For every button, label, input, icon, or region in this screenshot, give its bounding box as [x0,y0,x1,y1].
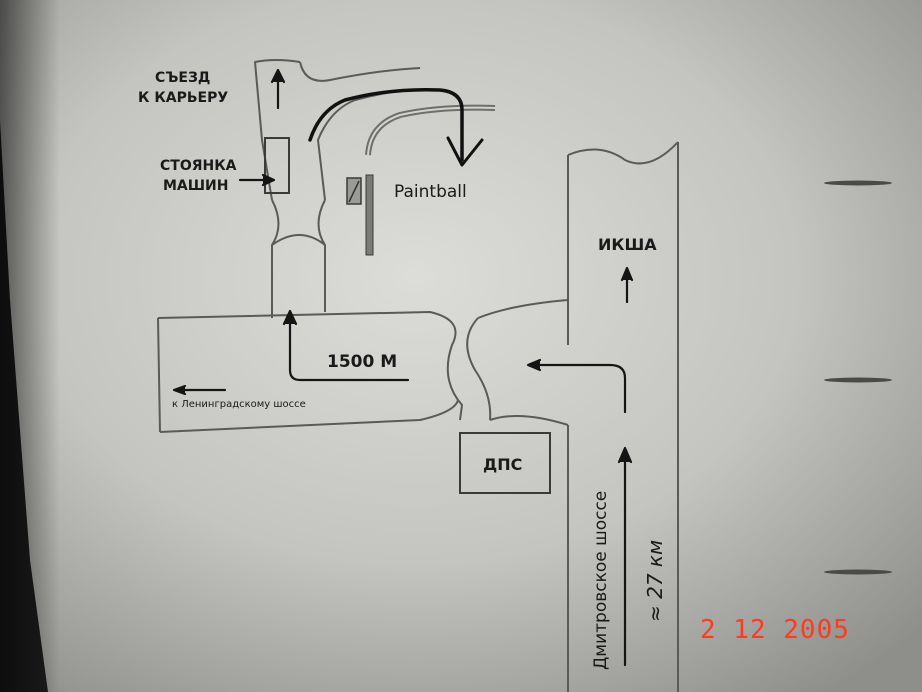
side-road-bottom-edge [159,399,459,433]
parking-area [264,137,290,194]
main-road-top-edge [567,141,679,165]
hand-drawn-route [308,87,464,162]
paintball-field-strip [365,174,374,256]
distance-arrow [288,310,410,382]
parking-label-1: СТОЯНКА [160,158,237,174]
distance-label: 1500 М [327,352,397,372]
side-road-top-edge [157,311,463,421]
dps-label: ДПС [483,455,522,474]
quarry-exit-label-1: СЪЕЗД [155,70,210,86]
turn-arrow [528,363,627,414]
dps-box [459,432,551,494]
side-road-connector-top [477,299,569,319]
s-curve-right [466,317,492,421]
side-road-left-edge [157,317,161,433]
date-stamp: 2 12 2005 [700,615,850,645]
upper-road-top [299,61,421,82]
dmitrovskoe-label: Дмитровское шоссе [591,491,611,670]
leningradskoe-label: к Ленинградскому шоссе [172,399,306,410]
km-label: ≈ 27 км [643,540,667,622]
upper-road-left [254,59,301,201]
paintball-label: Paintball [394,182,467,202]
quarry-exit-label-2: К КАРЬЕРУ [138,90,228,106]
hand-drawn-arrowhead [446,136,484,167]
margin-marks [824,180,892,575]
ikshа-label: ИКША [598,235,657,254]
side-road-connector-bottom [489,415,569,426]
parking-label-2: МАШИН [163,178,229,194]
north-road-curve [271,234,326,246]
